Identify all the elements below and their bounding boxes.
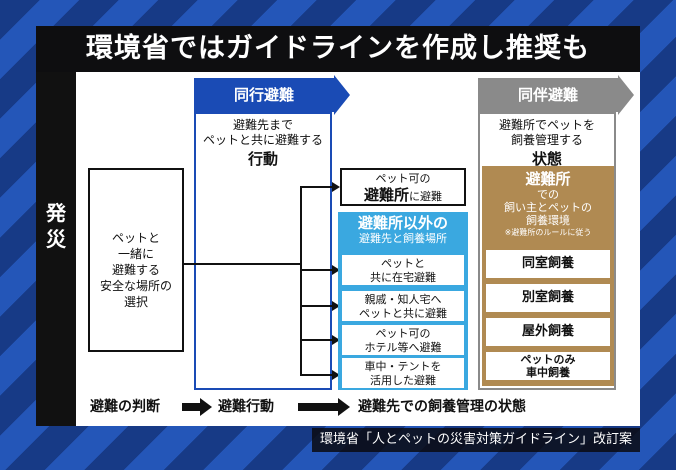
disaster-label: 発 災 <box>46 201 66 251</box>
non-shelter-item: 車中・テントを 活用した避難 <box>340 356 466 390</box>
branch-to-shelter <box>300 186 334 188</box>
same-room-care: 同室飼養 <box>484 248 612 280</box>
non-shelter-item: ペット可の ホテル等へ避難 <box>340 323 466 357</box>
shelter-environment-header: 避難所 での 飼い主とペットの 飼養環境 ※避難所のルールに従う <box>504 170 592 237</box>
blue-header-shaft <box>194 78 334 112</box>
gray-header-arrowhead <box>618 75 634 115</box>
non-shelter-item: 親戚・知人宅へ ペットと共に避難 <box>340 289 466 323</box>
main-connector-line <box>184 263 302 265</box>
gray-description: 避難所でペットを 飼養管理する 状態 <box>498 118 595 168</box>
disaster-label-bar <box>36 72 76 426</box>
branch-to-item-2 <box>300 305 334 307</box>
flow-step-judgement: 避難の判断 <box>90 399 160 415</box>
branch-arrowhead <box>332 265 340 275</box>
branch-to-item-1 <box>300 269 334 271</box>
branch-arrowhead <box>332 301 340 311</box>
branch-arrowhead <box>332 370 340 380</box>
separate-room-care: 別室飼養 <box>484 282 612 314</box>
non-shelter-item: ペットと 共に在宅避難 <box>340 253 466 287</box>
gray-header-shaft <box>478 78 618 112</box>
pet-only-car-care: ペットのみ 車中飼養 <box>484 350 612 382</box>
branch-arrowhead <box>332 182 340 192</box>
blue-header-arrowhead <box>334 75 350 115</box>
flow-arrow-shaft <box>298 403 340 411</box>
accompanied-evacuation-column <box>194 112 332 390</box>
blue-header-label: 同行避難 <box>233 86 294 104</box>
blue-description: 避難先まで ペットと共に避難する 行動 <box>202 118 323 168</box>
non-shelter-header: 避難所以外の 避難先と飼養場所 <box>357 214 448 245</box>
branch-arrowhead <box>332 335 340 345</box>
source-caption: 環境省「人とペットの災害対策ガイドライン」改訂案 <box>311 428 640 452</box>
flow-arrowhead <box>200 398 212 416</box>
branch-to-item-4 <box>300 374 334 376</box>
outdoor-care: 屋外飼養 <box>484 316 612 348</box>
gray-header-label: 同伴避難 <box>517 86 578 104</box>
flow-step-care-state: 避難先での飼養管理の状態 <box>358 399 526 415</box>
flow-arrow-shaft <box>182 403 202 411</box>
flow-step-action: 避難行動 <box>218 399 274 415</box>
flow-arrowhead <box>338 398 350 416</box>
branch-vertical-line <box>300 186 302 375</box>
branch-to-item-3 <box>300 339 334 341</box>
title-bar: 環境省ではガイドラインを作成し推奨も <box>36 26 640 72</box>
pet-friendly-shelter-box: ペット可の 避難所に避難 <box>340 168 466 206</box>
page-title: 環境省ではガイドラインを作成し推奨も <box>86 33 590 64</box>
safe-place-choice-box: ペットと 一緒に 避難する 安全な場所の 選択 <box>88 168 184 352</box>
